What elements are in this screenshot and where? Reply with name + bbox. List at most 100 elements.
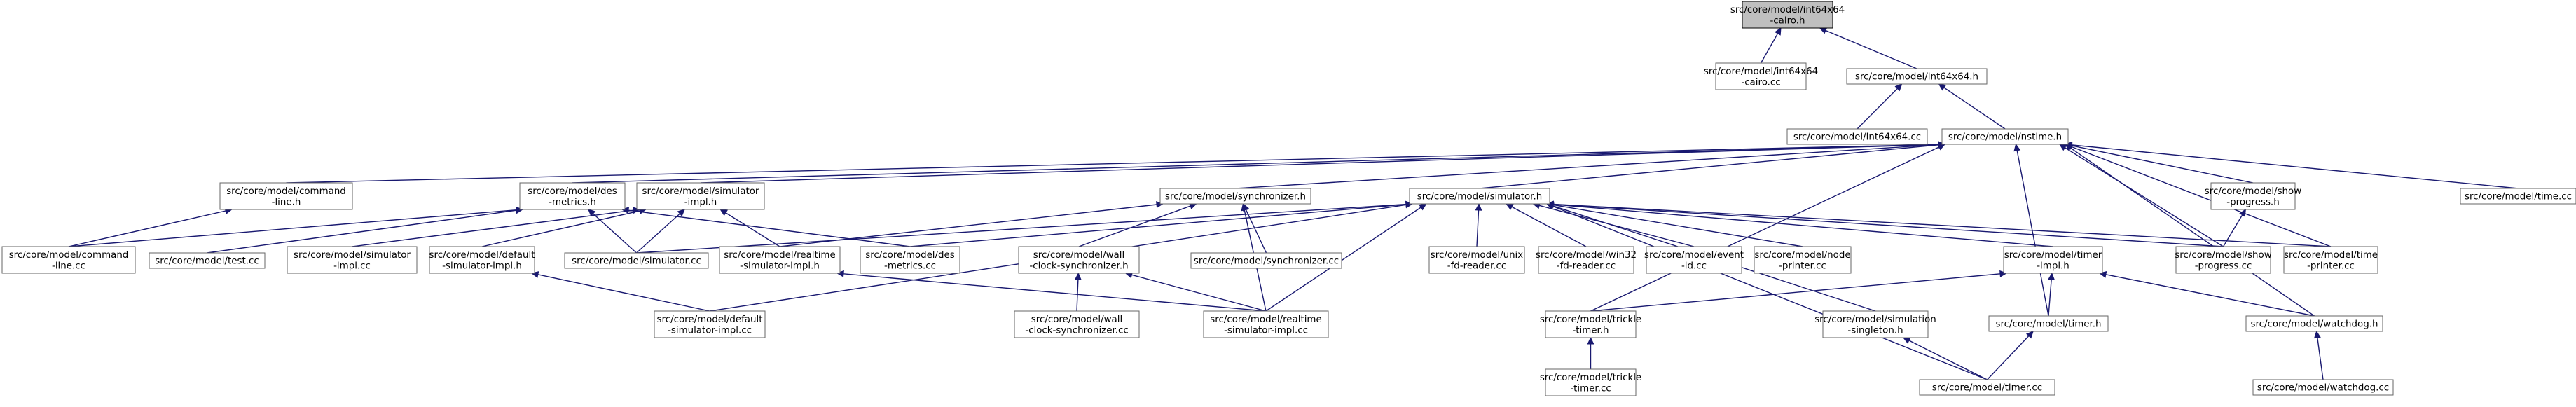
edge-timer-impl-h--timer-h	[2048, 272, 2055, 317]
node-label: src/core/model/show	[2205, 186, 2301, 197]
edge-simulator-h--realtime-sim-impl-cc	[1265, 203, 1427, 312]
edge-command-line-h--command-line-cc	[68, 207, 233, 247]
node-trickle-timer-cc[interactable]: src/core/model/trickle-timer.cc	[1540, 368, 1641, 396]
edge-des-metrics-h--simulator-cc	[587, 209, 637, 254]
node-label: src/core/model/win32	[1536, 250, 1637, 261]
node-label: src/core/model/int64x64	[1730, 5, 1845, 15]
edge-nstime-h--timer-h	[2013, 143, 2049, 317]
edge-int64x64-cairo-h--int64x64-h	[1819, 27, 1917, 69]
node-win32-fd-reader-cc[interactable]: src/core/model/win32-fd-reader.cc	[1536, 246, 1637, 274]
node-realtime-sim-impl-cc[interactable]: src/core/model/realtime-simulator-impl.c…	[1203, 310, 1329, 338]
edge-nstime-h--des-metrics-h	[572, 141, 1946, 184]
node-timer-cc[interactable]: src/core/model/timer.cc	[1919, 379, 2055, 396]
arrowhead	[2025, 331, 2034, 339]
edge-realtime-sim-impl-h--realtime-sim-impl-cc	[836, 270, 1267, 312]
arrowhead	[677, 209, 686, 217]
node-label: src/core/model/watchdog.cc	[2257, 383, 2389, 394]
edge-des-metrics-h--test-cc	[207, 207, 524, 254]
node-simulator-impl-h[interactable]: src/core/model/simulator-impl.h	[636, 182, 765, 210]
node-synchronizer-cc[interactable]: src/core/model/synchronizer.cc	[1190, 252, 1342, 269]
node-int64x64-cairo-cc[interactable]: src/core/model/int64x64-cairo.cc	[1704, 62, 1818, 90]
node-time-printer-cc[interactable]: src/core/model/time-printer.cc	[2283, 246, 2378, 274]
node-simulator-impl-cc[interactable]: src/core/model/simulator-impl.cc	[287, 246, 418, 274]
edge-nstime-h--watchdog-h	[2065, 144, 2315, 317]
node-des-metrics-cc[interactable]: src/core/model/des-metrics.cc	[860, 246, 960, 274]
edge-nstime-h--synchronizer-h	[1235, 141, 1946, 189]
node-wall-clock-sync-h[interactable]: src/core/model/wall-clock-synchronizer.h	[1018, 246, 1140, 274]
node-box	[1545, 310, 1637, 338]
node-label: src/core/model/synchronizer.h	[1165, 192, 1306, 202]
node-label: src/core/model/default	[657, 315, 763, 325]
node-label: src/core/model/time	[2284, 250, 2378, 261]
node-unix-fd-reader-cc[interactable]: src/core/model/unix-fd-reader.cc	[1428, 246, 1525, 274]
arrowhead	[1419, 203, 1427, 211]
node-timer-h[interactable]: src/core/model/timer.h	[1988, 315, 2109, 332]
node-des-metrics-h[interactable]: src/core/model/des-metrics.h	[519, 182, 626, 210]
node-event-id-cc[interactable]: src/core/model/event-id.cc	[1644, 246, 1744, 274]
node-watchdog-h[interactable]: src/core/model/watchdog.h	[2245, 315, 2383, 332]
node-label: src/core/model/int64x64.cc	[1793, 132, 1921, 143]
node-label: -line.h	[272, 197, 301, 207]
arrowhead	[719, 209, 728, 216]
node-box	[1538, 246, 1634, 274]
node-label: src/core/model/simulator	[642, 186, 759, 197]
node-label: -metrics.h	[549, 197, 596, 207]
node-simulator-cc[interactable]: src/core/model/simulator.cc	[564, 252, 709, 269]
edge-simulator-h--win32-fd-reader-cc	[1505, 203, 1587, 247]
node-label: -cairo.cc	[1741, 77, 1780, 88]
node-box	[2245, 315, 2383, 332]
node-label: -printer.cc	[1779, 261, 1826, 271]
node-label: -fd-reader.cc	[1557, 261, 1616, 271]
node-watchdog-cc[interactable]: src/core/model/watchdog.cc	[2252, 379, 2394, 396]
edge-synchronizer-h--wall-clock-sync-h	[1078, 202, 1197, 247]
node-timer-impl-h[interactable]: src/core/model/timer-impl.h	[2003, 246, 2103, 274]
edge-simulator-h--show-progress-cc	[1545, 200, 2224, 247]
node-label: src/core/model/timer	[2004, 250, 2102, 261]
edge-timer-h--timer-cc	[1986, 331, 2034, 380]
node-label: -simulator-impl.h	[442, 261, 522, 271]
edge-wall-clock-sync-h--wall-clock-sync-cc	[1074, 272, 1082, 312]
node-trickle-timer-h[interactable]: src/core/model/trickle-timer.h	[1540, 310, 1641, 338]
node-synchronizer-h[interactable]: src/core/model/synchronizer.h	[1159, 188, 1311, 205]
node-simulator-h[interactable]: src/core/model/simulator.h	[1409, 188, 1550, 205]
node-label: src/core/model/des	[528, 186, 617, 197]
arrowhead	[2048, 272, 2055, 280]
node-test-cc[interactable]: src/core/model/test.cc	[149, 252, 266, 269]
node-label: -impl.h	[2037, 261, 2069, 271]
edge-nstime-h--trickle-timer-h	[1590, 144, 1946, 312]
node-label: -timer.cc	[1570, 383, 1611, 394]
edge-show-progress-h--show-progress-cc	[2222, 208, 2246, 247]
node-int64x64-h[interactable]: src/core/model/int64x64.h	[1846, 68, 1988, 85]
edge-sim-singleton-h--timer-cc	[1902, 337, 1988, 380]
node-label: src/core/model/test.cc	[155, 256, 259, 267]
arrowhead	[1819, 27, 1828, 34]
node-box	[1742, 1, 1833, 29]
edge-trickle-timer-h--trickle-timer-cc	[1587, 336, 1594, 369]
arrowhead	[2239, 208, 2246, 217]
node-label: src/core/model/des	[865, 250, 955, 261]
node-nstime-h[interactable]: src/core/model/nstime.h	[1941, 128, 2069, 145]
node-sim-singleton-h[interactable]: src/core/model/simulation-singleton.h	[1814, 310, 1936, 338]
node-label: -line.cc	[52, 261, 85, 271]
node-default-sim-impl-h[interactable]: src/core/model/default-simulator-impl.h	[429, 246, 535, 274]
node-node-printer-cc[interactable]: src/core/model/node-printer.cc	[1754, 246, 1852, 274]
arrowhead	[1587, 336, 1594, 345]
node-box	[860, 246, 960, 274]
node-command-line-cc[interactable]: src/core/model/command-line.cc	[1, 246, 136, 274]
node-int64x64-cc[interactable]: src/core/model/int64x64.cc	[1786, 128, 1928, 145]
edge-nstime-h--show-progress-cc	[2058, 144, 2224, 247]
node-realtime-sim-impl-h[interactable]: src/core/model/realtime-simulator-impl.h	[719, 246, 841, 274]
node-box	[2175, 246, 2271, 274]
node-box	[2003, 246, 2103, 274]
node-time-cc[interactable]: src/core/model/time.cc	[2460, 188, 2576, 205]
node-label: -singleton.h	[1847, 325, 1903, 336]
node-default-sim-impl-cc[interactable]: src/core/model/default-simulator-impl.cc	[654, 310, 766, 338]
node-show-progress-h[interactable]: src/core/model/show-progress.h	[2205, 182, 2301, 210]
node-command-line-h[interactable]: src/core/model/command-line.h	[219, 182, 353, 210]
arrowhead	[2065, 144, 2073, 151]
node-wall-clock-sync-cc[interactable]: src/core/model/wall-clock-synchronizer.c…	[1014, 310, 1140, 338]
node-int64x64-cairo-h[interactable]: src/core/model/int64x64-cairo.h	[1730, 1, 1845, 29]
node-label: src/core/model/realtime	[1210, 315, 1321, 325]
node-show-progress-cc[interactable]: src/core/model/show-progress.cc	[2175, 246, 2272, 274]
